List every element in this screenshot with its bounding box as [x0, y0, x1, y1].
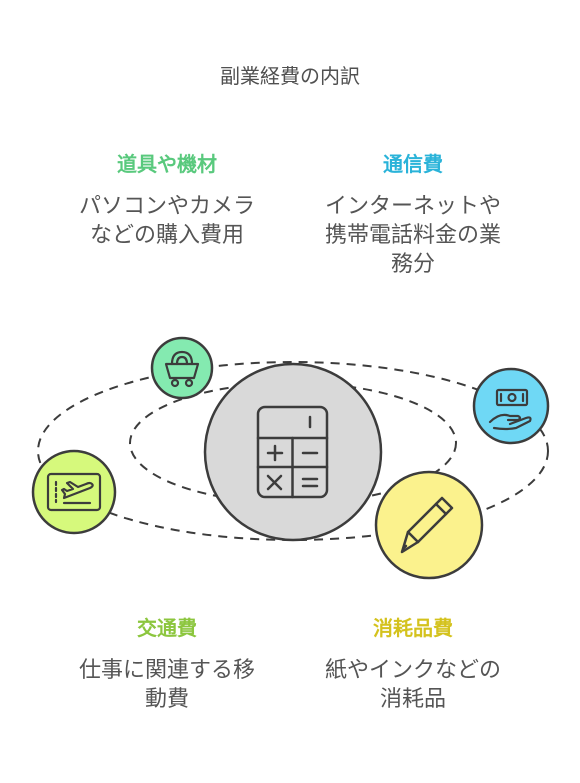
- description-line: 仕事に関連する移: [78, 658, 255, 683]
- description-line: インターネットや: [324, 194, 501, 219]
- communication-node: [472, 367, 550, 445]
- description-line: 務分: [390, 252, 435, 277]
- category-supplies: 消耗品費 紙やインクなどの 消耗品: [298, 614, 528, 714]
- category-description-tools: パソコンやカメラ などの購入費用: [52, 192, 282, 250]
- tools-node: [150, 336, 214, 400]
- description-line: などの購入費用: [89, 223, 244, 248]
- supplies-node: [374, 470, 484, 580]
- pen-icon: [400, 496, 454, 554]
- category-heading-supplies: 消耗品費: [373, 616, 453, 640]
- category-communication: 通信費 インターネットや 携帯電話料金の業 務分: [298, 150, 528, 279]
- description-line: 携帯電話料金の業: [324, 223, 501, 248]
- money-hand-icon: [488, 388, 532, 431]
- page-title: 副業経費の内訳: [220, 64, 360, 88]
- center-node: [203, 362, 383, 542]
- category-heading-travel: 交通費: [137, 616, 197, 640]
- category-tools: 道具や機材 パソコンやカメラ などの購入費用: [52, 150, 282, 250]
- description-line: 動費: [144, 687, 189, 712]
- outer-orbit: [37, 361, 549, 541]
- description-line: 消耗品: [379, 687, 446, 712]
- category-heading-communication: 通信費: [383, 152, 443, 176]
- calculator-icon: [256, 405, 329, 499]
- category-description-communication: インターネットや 携帯電話料金の業 務分: [298, 192, 528, 279]
- description-line: パソコンやカメラ: [78, 194, 255, 219]
- category-description-travel: 仕事に関連する移 動費: [52, 656, 282, 714]
- category-heading-tools: 道具や機材: [117, 152, 217, 176]
- category-description-supplies: 紙やインクなどの 消耗品: [298, 656, 528, 714]
- mine-cart-icon: [164, 350, 200, 388]
- category-travel: 交通費 仕事に関連する移 動費: [52, 614, 282, 714]
- description-line: 紙やインクなどの: [324, 658, 501, 683]
- travel-node: [31, 449, 117, 535]
- plane-ticket-icon: [46, 472, 102, 512]
